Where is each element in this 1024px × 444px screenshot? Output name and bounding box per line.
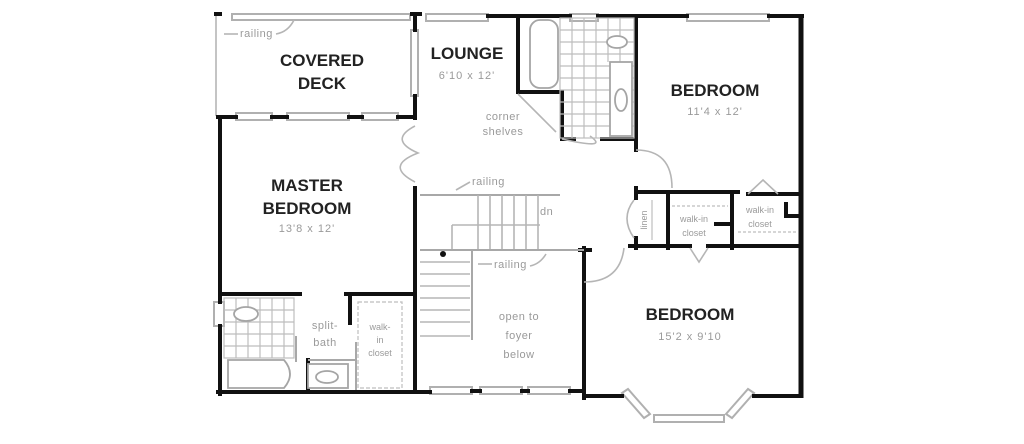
room-dim-bedroom-se: 15'2 x 9'10 (658, 331, 722, 343)
labels: COVERED DECK LOUNGE 6'10 x 12' BEDROOM 1… (224, 19, 774, 361)
window (425, 13, 489, 22)
door-bedroom-se (583, 247, 625, 283)
bay-window (620, 387, 652, 420)
room-dim-bedroom-ne: 11'4 x 12' (687, 106, 743, 118)
note-master-closet-1: walk- (368, 322, 390, 332)
room-label-master-1: MASTER (271, 176, 343, 195)
corner-shelves-diagonal (517, 93, 557, 133)
note-railing-bottom: railing (494, 259, 527, 271)
note-walkin-center-2: closet (682, 228, 706, 238)
note-walkin-east-1: walk-in (745, 205, 774, 215)
door-bedroom-ne (635, 149, 673, 189)
note-split-bath-2: bath (313, 337, 336, 349)
arrow-icon (455, 181, 471, 191)
window (213, 301, 225, 327)
master-sink (315, 370, 339, 384)
bay-window (653, 414, 725, 423)
closet-shelves (651, 200, 798, 240)
room-label-covered-deck-1: COVERED (280, 51, 364, 70)
window (410, 29, 419, 97)
room-dim-master: 13'8 x 12' (279, 223, 335, 235)
note-master-closet-3: closet (368, 348, 392, 358)
note-split-bath-1: split- (312, 320, 338, 332)
note-deck-railing: railing (240, 28, 273, 40)
arrow-icon (275, 19, 295, 35)
master-toilet (233, 306, 259, 322)
master-bathtub (227, 359, 291, 389)
note-open-foyer-3: below (503, 349, 534, 361)
note-walkin-center-1: walk-in (679, 214, 708, 224)
window (686, 13, 770, 22)
master-closet-shelf (357, 301, 403, 389)
arrow-icon (529, 253, 547, 267)
door-linen (626, 199, 635, 239)
doors (399, 93, 779, 283)
note-linen: linen (639, 210, 649, 229)
note-corner-shelves-2: shelves (483, 126, 524, 138)
window (479, 386, 523, 395)
newel-post (440, 251, 446, 257)
room-label-lounge: LOUNGE (431, 44, 504, 63)
deck-north-railing (231, 13, 411, 21)
bathtub (529, 19, 559, 89)
note-stair-dn: dn (540, 206, 553, 218)
room-dim-lounge: 6'10 x 12' (439, 70, 495, 82)
bay-window (724, 387, 756, 420)
note-walkin-east-2: closet (748, 219, 772, 229)
note-open-foyer-2: foyer (506, 330, 533, 342)
room-label-bedroom-ne: BEDROOM (671, 81, 760, 100)
toilet (606, 35, 628, 49)
bath-tile-north (529, 17, 635, 139)
sink (614, 88, 628, 112)
master-bath (223, 297, 403, 390)
note-railing-top: railing (472, 176, 505, 188)
door-walkin-east (747, 178, 779, 195)
window (286, 112, 350, 121)
room-label-covered-deck-2: DECK (298, 74, 347, 93)
door-walkin-center (689, 247, 709, 264)
double-door-master (399, 125, 421, 183)
note-master-closet-2: in (376, 335, 383, 345)
window (429, 386, 473, 395)
note-open-foyer-1: open to (499, 311, 539, 323)
staircase (420, 194, 584, 340)
room-label-bedroom-se: BEDROOM (646, 305, 735, 324)
room-label-master-2: BEDROOM (263, 199, 352, 218)
window (235, 112, 273, 121)
walls (214, 12, 804, 400)
window (361, 112, 399, 121)
note-corner-shelves-1: corner (486, 111, 520, 123)
window (527, 386, 571, 395)
